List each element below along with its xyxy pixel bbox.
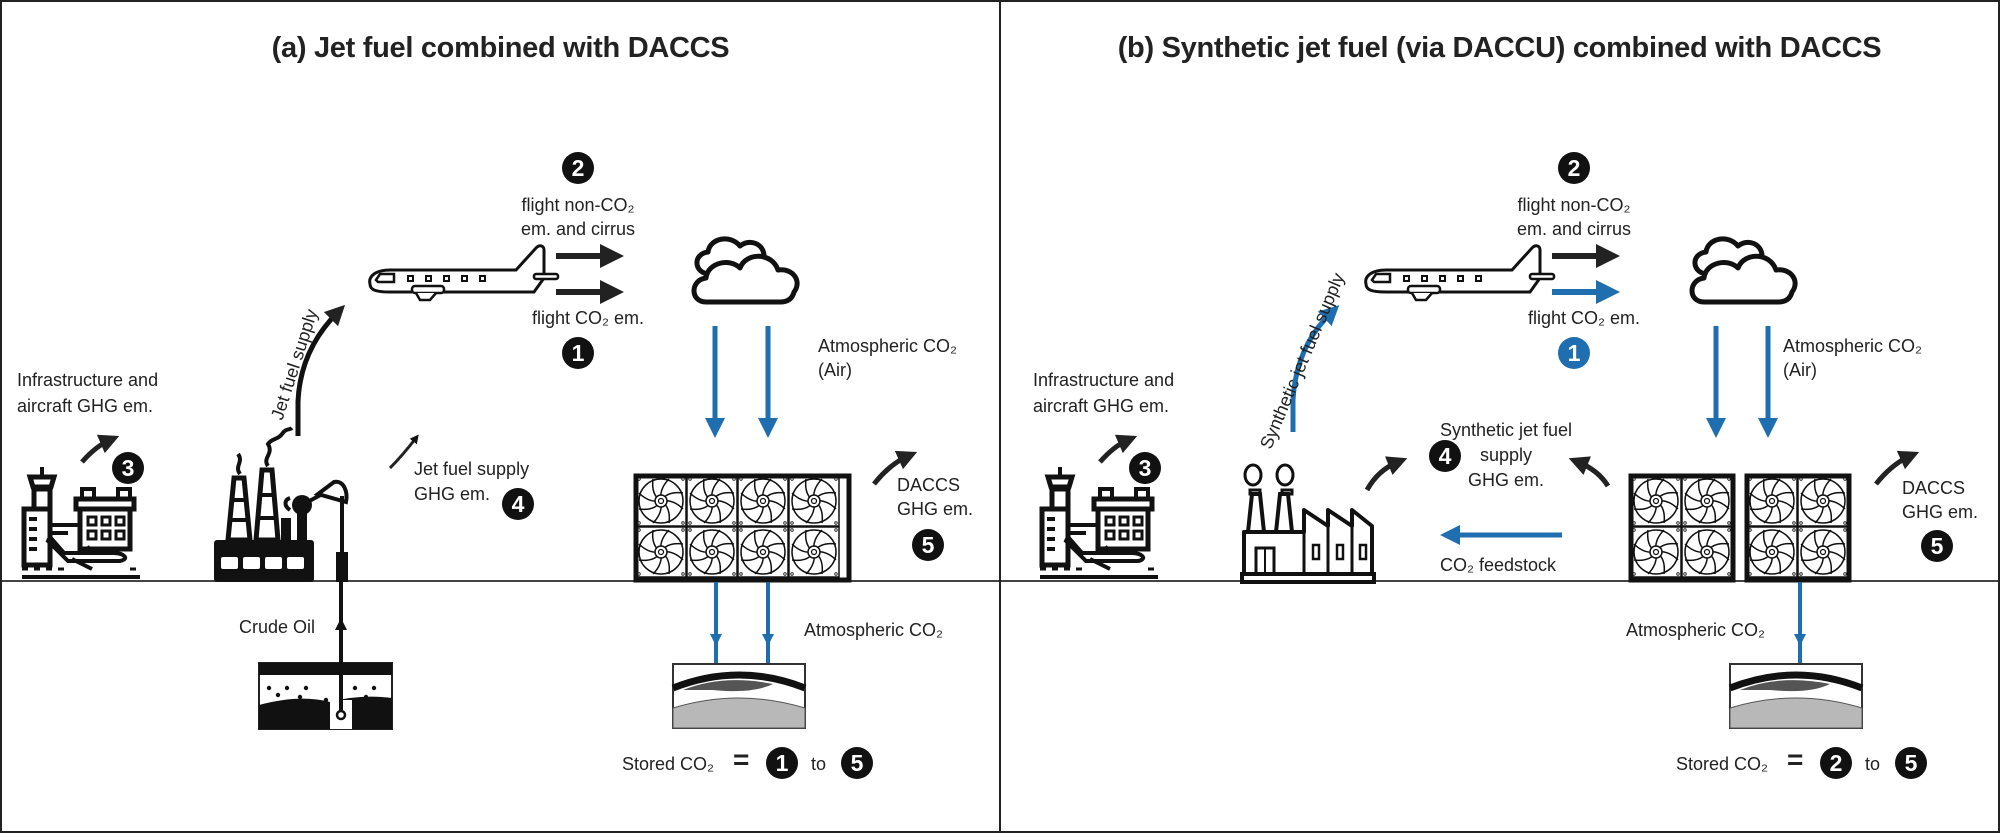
infrastructure-label-b-line1: Infrastructure and: [1033, 370, 1175, 390]
to-label-a: to: [811, 754, 827, 774]
airplane-icon-a: [368, 244, 560, 302]
panel-b-title: (b) Synthetic jet fuel (via DACCU) combi…: [1117, 32, 1882, 64]
airport-icon-a: [22, 467, 140, 579]
badge-3-a: 3: [112, 452, 144, 484]
stored-from-badge-a: 1: [766, 747, 798, 779]
jet-fuel-ghg-label-line1: Jet fuel supply: [414, 459, 530, 479]
synthetic-ghg-label-line2: supply: [1479, 445, 1533, 465]
atmospheric-co2-underground-label-b: Atmospheric CO₂: [1626, 620, 1766, 640]
geological-storage-icon-b: [1730, 664, 1862, 728]
daccs-ghg-label-a-line1: DACCS: [897, 475, 961, 495]
infrastructure-label-a-line2: aircraft GHG em.: [17, 396, 154, 416]
equals-sign-b: =: [1787, 744, 1804, 775]
refinery-icon: [214, 426, 349, 582]
synthetic-fuel-plant-icon: [1240, 463, 1376, 584]
plant-emission-arrow-b: [1364, 456, 1408, 492]
equals-sign-a: =: [733, 744, 750, 775]
atmospheric-co2-underground-label-a: Atmospheric CO₂: [804, 620, 944, 640]
to-label-b: to: [1865, 754, 1881, 774]
cloud-icon-a: [694, 239, 797, 302]
badge-1-a: 1: [562, 337, 594, 369]
badge-2-a: 2: [562, 152, 594, 184]
daccs-ghg-label-a-line2: GHG em.: [897, 499, 974, 519]
flight-non-co2-label-a-line1: flight non-CO₂: [521, 195, 635, 215]
flight-non-co2-label-a-line2: em. and cirrus: [520, 219, 636, 239]
cloud-icon-b: [1692, 239, 1795, 302]
crude-oil-label: Crude Oil: [239, 617, 316, 637]
jet-fuel-ghg-label-line2: GHG em.: [414, 484, 491, 504]
dac-unit-a: [633, 473, 852, 583]
badge-2-b: 2: [1558, 152, 1590, 184]
synthetic-jet-fuel-supply-arrow: [1290, 305, 1340, 432]
infrastructure-label-b-line2: aircraft GHG em.: [1033, 396, 1170, 416]
panel-divider: [999, 0, 1001, 833]
infrastructure-emission-arrow-b: [1098, 434, 1138, 464]
dac-unit-b2: [1744, 473, 1852, 583]
geological-storage-icon-a: [673, 664, 805, 728]
atmospheric-co2-air-label-b-line2: (Air): [1783, 360, 1817, 380]
daccs-emission-arrow-a: [872, 450, 918, 486]
ground-line-a: [2, 580, 999, 582]
stored-from-badge-b: 2: [1820, 747, 1852, 779]
atmospheric-co2-air-label-b-line1: Atmospheric CO₂: [1783, 336, 1923, 356]
panel-a-title: (a) Jet fuel combined with DACCS: [271, 32, 730, 64]
dac-to-fuel-emission-arrow-b: [1568, 456, 1611, 488]
infrastructure-label-a-line1: Infrastructure and: [17, 370, 159, 390]
oil-well-icon: [258, 582, 393, 730]
badge-3-b: 3: [1129, 452, 1161, 484]
flight-co2-label-a: flight CO₂ em.: [531, 308, 645, 328]
flight-non-co2-label-b-line2: em. and cirrus: [1516, 219, 1632, 239]
flight-non-co2-label-b-line1: flight non-CO₂: [1517, 195, 1631, 215]
dac-unit-b1: [1628, 473, 1736, 583]
jet-fuel-ghg-arrow-a: [388, 434, 419, 470]
badge-5-b: 5: [1921, 530, 1953, 562]
airport-icon-b: [1040, 467, 1158, 579]
infrastructure-emission-arrow-a: [80, 434, 120, 464]
atmospheric-co2-air-label-a-line2: (Air): [818, 360, 852, 380]
co2-feedstock-label: CO₂ feedstock: [1440, 555, 1557, 575]
stored-to-badge-a: 5: [841, 747, 873, 779]
synthetic-ghg-label-line1: Synthetic jet fuel: [1439, 420, 1573, 440]
badge-4-a: 4: [502, 488, 534, 520]
airplane-icon-b: [1364, 244, 1556, 302]
stored-co2-label-b: Stored CO₂: [1676, 754, 1769, 774]
badge-4-b: 4: [1429, 440, 1461, 472]
daccs-emission-arrow-b: [1874, 450, 1920, 486]
jet-fuel-supply-arrow: [295, 304, 346, 436]
badge-5-a: 5: [912, 529, 944, 561]
badge-1-b: 1: [1558, 337, 1590, 369]
atmospheric-co2-air-label-a-line1: Atmospheric CO₂: [818, 336, 958, 356]
stored-co2-label-a: Stored CO₂: [622, 754, 715, 774]
synthetic-ghg-label-line3: GHG em.: [1467, 470, 1544, 490]
stored-to-badge-b: 5: [1895, 747, 1927, 779]
ground-line-b: [1001, 580, 1998, 582]
flight-co2-label-b: flight CO₂ em.: [1527, 308, 1641, 328]
daccs-ghg-label-b-line1: DACCS: [1902, 478, 1966, 498]
daccs-ghg-label-b-line2: GHG em.: [1902, 502, 1979, 522]
